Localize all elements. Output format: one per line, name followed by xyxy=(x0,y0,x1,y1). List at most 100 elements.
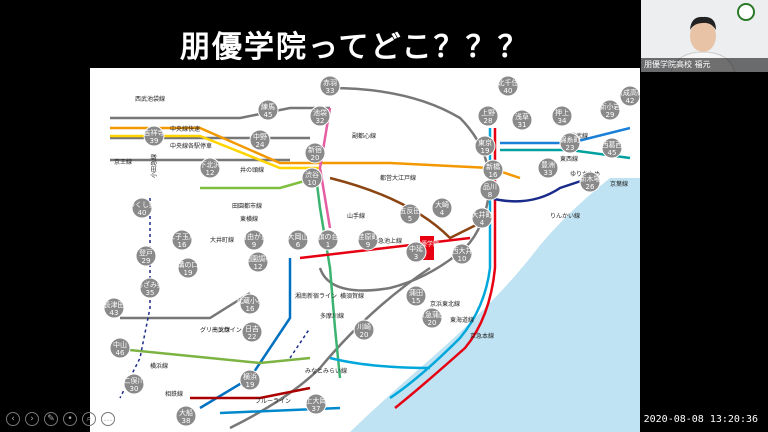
station-minutes: 20 xyxy=(428,319,437,327)
station-marker xyxy=(399,203,421,225)
svg-text:横須賀線: 横須賀線 xyxy=(340,292,364,300)
station-minutes: 40 xyxy=(504,87,513,95)
svg-text:総武線: 総武線 xyxy=(570,132,588,140)
station-name: 北千住 xyxy=(498,78,519,87)
station-minutes: 5 xyxy=(408,215,412,223)
station-name: 大岡山 xyxy=(288,232,309,241)
station-name: つくし野 xyxy=(128,201,156,209)
next-slide-icon[interactable]: › xyxy=(25,412,39,426)
pointer-icon[interactable]: • xyxy=(63,412,77,426)
station-minutes: 12 xyxy=(206,169,215,177)
station-marker xyxy=(309,105,331,127)
station-name: 上野 xyxy=(481,108,495,117)
svg-text:小田急線: 小田急線 xyxy=(150,154,158,178)
station-marker xyxy=(511,109,533,131)
station-marker xyxy=(599,99,621,121)
station-marker xyxy=(601,137,623,159)
station-name: 中山 xyxy=(113,340,127,349)
svg-text:田園都市線: 田園都市線 xyxy=(232,202,262,210)
more-icon[interactable]: … xyxy=(101,412,115,426)
station-name: 五反田 xyxy=(400,206,421,215)
station-minutes: 24 xyxy=(256,141,265,149)
station-minutes: 9 xyxy=(366,241,370,249)
station-name: 練馬 xyxy=(261,102,275,111)
prev-slide-icon[interactable]: ‹ xyxy=(6,412,20,426)
station-name: 新橋 xyxy=(486,162,500,171)
station-marker xyxy=(537,157,559,179)
station-name: 新宿 xyxy=(308,145,322,154)
station-minutes: 45 xyxy=(608,149,617,157)
station-marker xyxy=(135,245,157,267)
station-marker xyxy=(551,105,573,127)
station-marker xyxy=(431,197,453,219)
svg-text:りんかい線: りんかい線 xyxy=(550,212,580,220)
svg-text:横浜線: 横浜線 xyxy=(150,362,168,370)
recording-timestamp: 2020-08-08 13:20:36 xyxy=(639,413,762,426)
participant-name: 朋優学院高校 福元 xyxy=(641,58,768,72)
station-marker xyxy=(123,373,145,395)
station-minutes: 33 xyxy=(326,87,335,95)
station-minutes: 39 xyxy=(150,137,159,145)
pen-icon[interactable]: ✎ xyxy=(44,412,58,426)
station-marker xyxy=(305,393,327,415)
station-marker xyxy=(143,125,165,147)
station-marker xyxy=(357,229,379,251)
station-marker xyxy=(421,307,443,329)
station-marker xyxy=(353,319,375,341)
station-name: 田園調布 xyxy=(244,254,272,263)
station-name: 川崎 xyxy=(357,322,371,331)
station-name: 自由が丘 xyxy=(240,232,268,241)
station-name: 日吉 xyxy=(245,325,259,333)
station-minutes: 20 xyxy=(311,154,320,162)
station-osaki: 大崎4 xyxy=(431,197,453,219)
station-marker xyxy=(241,321,263,343)
station-name: あざみ野 xyxy=(136,280,164,289)
svg-text:大井町線: 大井町線 xyxy=(210,236,234,244)
station-marker xyxy=(249,129,271,151)
station-name: 中延 xyxy=(409,244,423,253)
station-shinagawa: 品川8 xyxy=(479,179,501,201)
station-minutes: 40 xyxy=(138,209,147,217)
station-name: 西大井 xyxy=(452,246,473,255)
station-minutes: 16 xyxy=(178,241,187,249)
station-marker xyxy=(247,251,269,273)
station-marker xyxy=(301,167,323,189)
station-name: 横浜 xyxy=(243,372,257,381)
station-name: 旗の台 xyxy=(318,232,339,241)
svg-text:山手線: 山手線 xyxy=(347,212,365,220)
station-name: 京成高砂 xyxy=(616,88,640,97)
station-marker xyxy=(131,197,153,219)
svg-text:副都心線: 副都心線 xyxy=(352,132,376,140)
station-minutes: 26 xyxy=(586,183,595,191)
station-name: 京急蒲田 xyxy=(418,310,446,319)
station-marker xyxy=(175,405,197,427)
svg-text:京浜東北線: 京浜東北線 xyxy=(430,300,460,308)
zoom-icon[interactable]: ⌕ xyxy=(82,412,96,426)
station-minutes: 10 xyxy=(458,255,467,263)
svg-text:東急池上線: 東急池上線 xyxy=(372,237,402,245)
slide-title: 朋優学院ってどこ？？？ xyxy=(180,30,530,65)
station-name: 豊洲 xyxy=(541,160,555,169)
station-name: 新小岩 xyxy=(600,102,621,111)
station-name: 蒲田 xyxy=(409,288,423,297)
